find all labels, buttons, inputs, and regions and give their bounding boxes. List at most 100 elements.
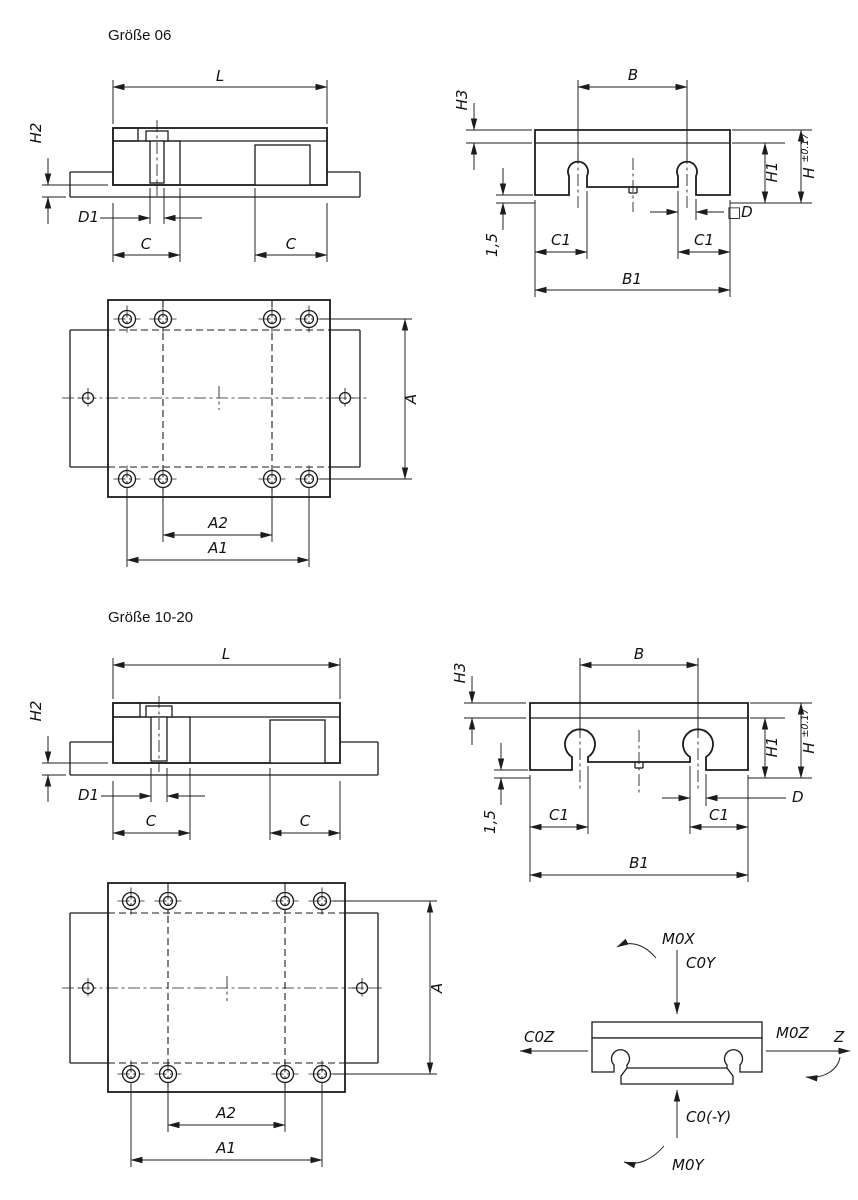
label-Z: Z — [833, 1028, 845, 1046]
dim-A1-06: A1 — [126, 490, 310, 567]
size06-cross-section-view: B H3 H ±0.17 H1 — [453, 66, 818, 297]
mini-rail-profile — [620, 1067, 734, 1085]
mounting-screw-06 — [145, 120, 169, 196]
dim-label-H-1020: H — [800, 742, 818, 753]
dim-label-B1-1020: B1 — [629, 854, 649, 872]
dim-C-right-06: C — [254, 188, 328, 262]
dim-label-C1-left-06: C1 — [551, 231, 571, 249]
size1020-top-view: A A2 A1 — [62, 882, 446, 1167]
dim-clearance-06: 1,5 — [483, 168, 533, 257]
section-hatch — [112, 702, 141, 718]
dim-label-C-right-06: C — [286, 235, 297, 253]
size06-section: Größe 06 — [27, 27, 818, 567]
dim-C1-left-1020: C1 — [529, 766, 589, 882]
mini-carriage-profile — [591, 1021, 763, 1073]
dim-label-H-tol-06: ±0.17 — [800, 133, 811, 162]
dim-L-1020: L — [112, 645, 341, 699]
dim-C1-left-06: C1 — [534, 191, 588, 297]
dim-A1-1020: A1 — [130, 1085, 323, 1167]
carriage-block-1020 — [269, 719, 326, 764]
dim-H-06: H ±0.17 — [732, 129, 818, 204]
dim-label-B-1020: B — [634, 645, 644, 663]
dim-label-A1-06: A1 — [207, 539, 228, 557]
dim-label-H-tol-1020: ±0.17 — [800, 708, 811, 737]
dim-label-H1-1020: H1 — [763, 737, 781, 758]
dim-C1-right-06: C1 — [677, 191, 731, 297]
dim-L-06: L — [112, 67, 328, 124]
dim-label-D1-06: D1 — [78, 208, 99, 226]
dim-label-B-06: B — [628, 66, 638, 84]
size06-title: Größe 06 — [108, 27, 171, 44]
dim-H-1020: H ±0.17 — [750, 702, 818, 779]
carriage-block-06 — [254, 144, 311, 186]
mounting-screw-1020 — [145, 696, 173, 772]
dim-C1-right-1020: C1 — [689, 766, 749, 882]
dim-H1-06: H1 — [732, 142, 785, 204]
dim-D1-1020: D1 — [78, 768, 205, 804]
dim-label-H1-06: H1 — [763, 162, 781, 183]
size1020-cross-section-view: B H3 H ±0.17 H1 — [451, 645, 818, 882]
dim-D-1020: D — [662, 774, 804, 806]
dim-label-clearance-06: 1,5 — [483, 233, 501, 257]
label-C0-negY: C0(-Y) — [686, 1108, 731, 1126]
arrow-C0Y: C0Y — [673, 950, 717, 1015]
dim-label-C1-right-06: C1 — [694, 231, 714, 249]
dim-A2-1020: A2 — [167, 1085, 286, 1132]
dim-label-L-1020: L — [222, 645, 230, 663]
dim-label-H2-1020: H2 — [27, 701, 45, 722]
label-C0Z: C0Z — [524, 1028, 555, 1046]
carriage-plate-1020 — [107, 882, 346, 1093]
arrow-C0-negY: C0(-Y) — [673, 1089, 731, 1138]
dim-B1-06: B1 — [534, 270, 731, 294]
dim-A-06: A — [320, 318, 420, 480]
dim-C-left-06: C — [112, 188, 181, 262]
dim-H1-1020: H1 — [750, 717, 785, 779]
dim-B-06: B — [577, 66, 688, 160]
dim-H3-06: H3 — [453, 90, 532, 170]
dim-label-D1-1020: D1 — [78, 786, 99, 804]
dim-H2-06: H2 — [27, 123, 108, 224]
arrow-Z: Z — [766, 1028, 851, 1055]
label-M0Y: M0Y — [672, 1156, 705, 1174]
carriage-side-06 — [112, 127, 328, 186]
dim-label-H2-06: H2 — [27, 123, 45, 144]
dim-label-clearance-1020: 1,5 — [481, 810, 499, 834]
dim-label-H3-06: H3 — [453, 90, 471, 111]
carriage-plate-06 — [107, 299, 331, 498]
dim-label-A2-06: A2 — [207, 514, 228, 532]
label-C0Y: C0Y — [686, 954, 717, 972]
dim-label-C-left-06: C — [141, 235, 152, 253]
dim-H2-1020: H2 — [27, 701, 108, 802]
size1020-section: Größe 10-20 — [27, 609, 818, 1167]
arrow-M0Y: M0Y — [623, 1145, 705, 1174]
dim-label-C-left-1020: C — [146, 812, 157, 830]
dim-label-D-1020: D — [792, 788, 804, 806]
label-M0X: M0X — [662, 930, 695, 948]
carriage-profile-1020 — [494, 702, 812, 795]
size06-top-view: A A2 A1 — [62, 299, 420, 567]
size06-side-view: L H2 D1 C — [27, 67, 361, 262]
dim-clearance-1020: 1,5 — [481, 743, 528, 834]
dim-label-A-06: A — [402, 394, 420, 405]
dim-D1-06: D1 — [78, 188, 202, 226]
arrow-M0Z: M0Z — [776, 1024, 841, 1082]
dim-H3-1020: H3 — [451, 663, 526, 745]
dim-label-A2-1020: A2 — [215, 1104, 236, 1122]
rail-hole — [77, 977, 99, 999]
dim-label-C1-left-1020: C1 — [549, 806, 569, 824]
dim-B-1020: B — [579, 645, 699, 733]
dim-label-H3-1020: H3 — [451, 663, 469, 684]
dim-C-right-1020: C — [269, 768, 341, 840]
dim-D-06: □D — [650, 199, 753, 221]
dim-label-A-1020: A — [428, 983, 446, 994]
dim-label-D-06: □D — [727, 203, 753, 221]
rail-hole — [77, 387, 99, 409]
dim-B1-1020: B1 — [529, 854, 749, 879]
dim-label-B1-06: B1 — [622, 270, 642, 288]
dim-label-C-right-1020: C — [300, 812, 311, 830]
size1020-title: Größe 10-20 — [108, 609, 193, 626]
rail-hole — [334, 387, 356, 409]
dim-label-L-06: L — [216, 67, 224, 85]
